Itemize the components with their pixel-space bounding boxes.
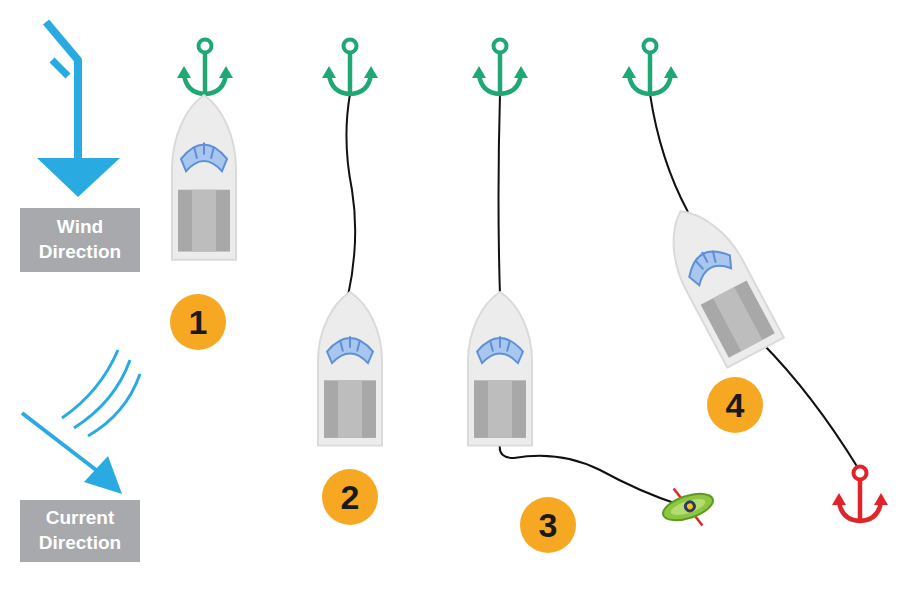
anchor-icon — [832, 467, 888, 522]
direction-label-box: Current Direction — [20, 500, 140, 562]
anchor-ropes — [205, 94, 858, 505]
boat — [172, 95, 236, 260]
wind-arrow — [37, 22, 120, 197]
callout-number: 2 — [322, 469, 378, 525]
direction-label: Wind Direction — [26, 215, 134, 264]
anchor-icon — [622, 40, 678, 95]
direction-label-box: Wind Direction — [20, 208, 140, 272]
callout-number: 1 — [170, 294, 226, 350]
current-arrow — [22, 350, 140, 494]
anchor-icon — [322, 40, 378, 95]
anchor-icon — [472, 40, 528, 95]
direction-label: Current Direction — [26, 506, 134, 555]
boat — [652, 196, 784, 367]
callout-number-text: 3 — [539, 506, 558, 545]
callout-number-text: 2 — [341, 478, 360, 517]
boat — [318, 292, 382, 446]
anchor-icon — [177, 40, 233, 95]
callout-number: 3 — [520, 497, 576, 553]
callout-number: 4 — [707, 377, 763, 433]
dinghy — [656, 478, 719, 536]
callout-number-text: 1 — [189, 303, 208, 342]
callout-number-text: 4 — [726, 386, 745, 425]
boat — [468, 292, 532, 446]
